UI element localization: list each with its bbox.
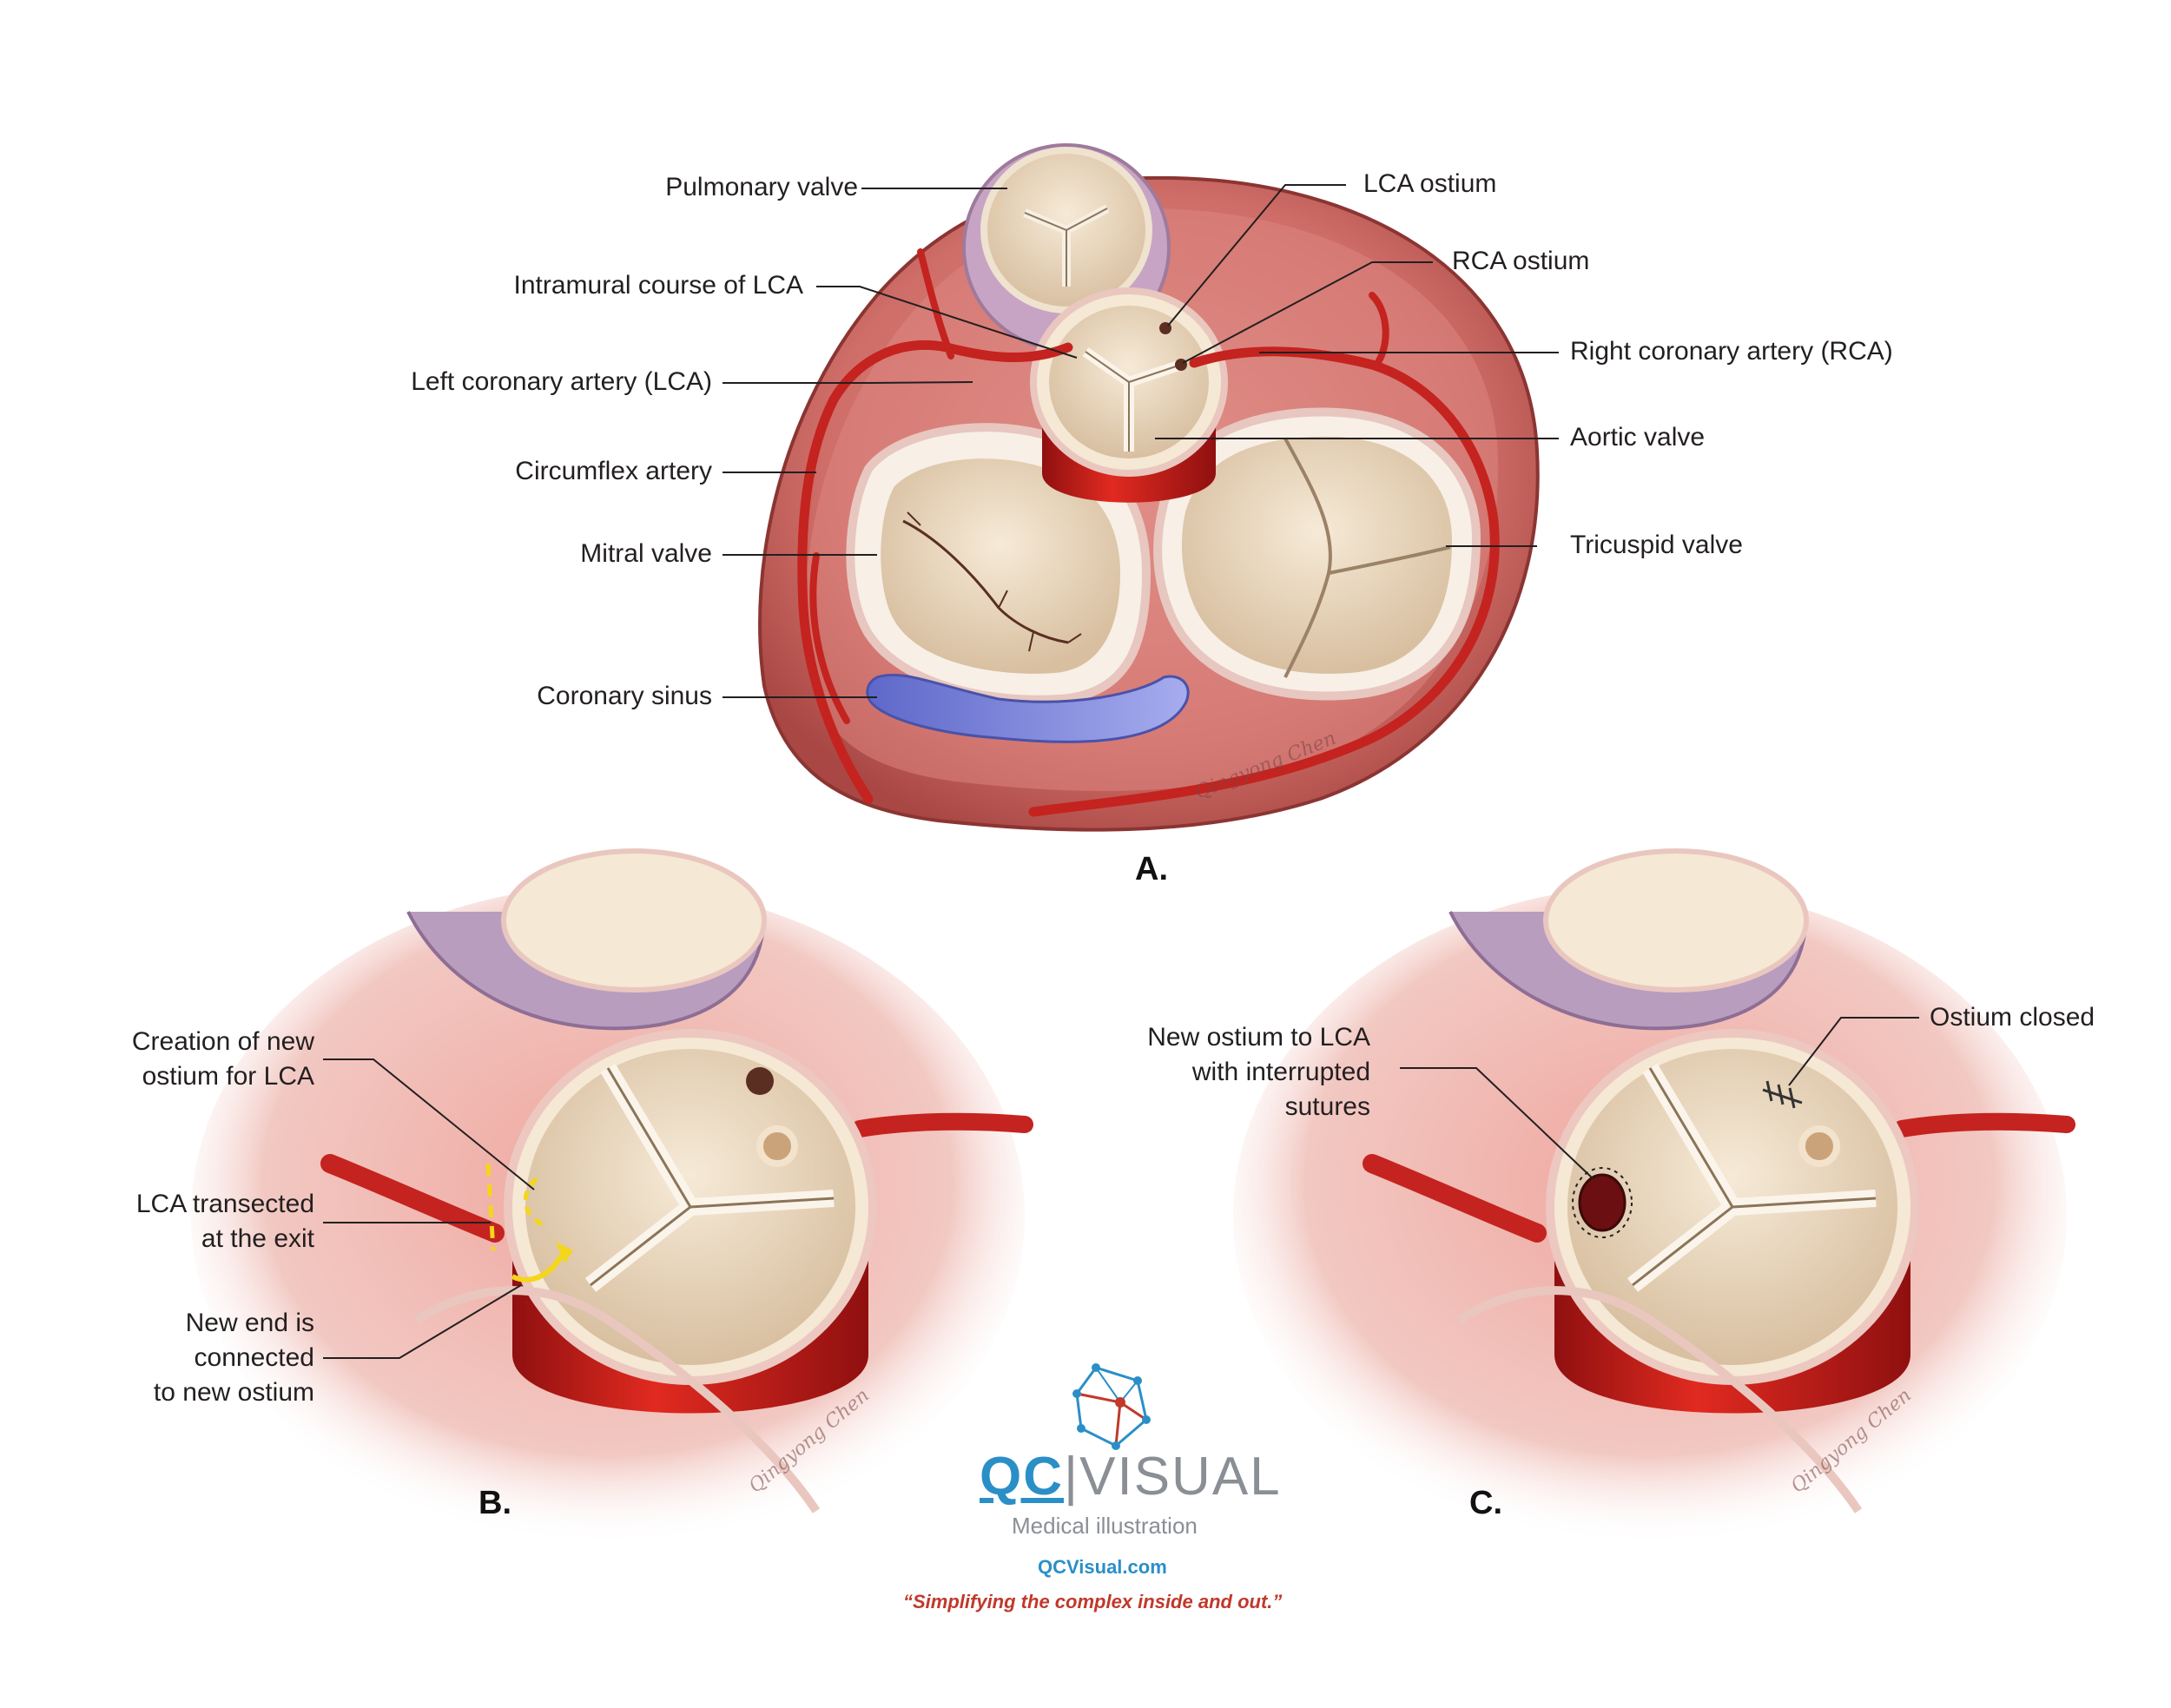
panel-c-letter: C. [1469, 1485, 1502, 1521]
label-coronary-sinus: Coronary sinus [537, 682, 712, 710]
label-mitral-valve: Mitral valve [580, 539, 712, 568]
panel-b-illustration: Qingyong Chen [191, 848, 1033, 1546]
label-rca-ostium: RCA ostium [1452, 247, 1590, 275]
panel-a-leader-lines [723, 184, 1559, 698]
label-new-ostium-sutures: New ostium to LCA with interrupted sutur… [1147, 1023, 1370, 1121]
brand-subtitle: Medical illustration [1012, 1513, 1198, 1539]
brand-mark-qc: QC [980, 1447, 1064, 1507]
circumflex-artery [809, 248, 954, 724]
label-lca-ostium: LCA ostium [1363, 169, 1497, 198]
label-right-coronary-artery: Right coronary artery (RCA) [1570, 337, 1893, 366]
brand-tagline: “Simplifying the complex inside and out.… [903, 1591, 1283, 1612]
coronary-sinus [866, 673, 1190, 743]
label-pulmonary-valve: Pulmonary valve [665, 173, 858, 201]
tricuspid-valve [1153, 407, 1481, 701]
label-left-coronary-artery: Left coronary artery (LCA) [411, 367, 712, 396]
brand-url-link[interactable]: QCVisual.com [1038, 1556, 1167, 1578]
panel-c-leader-lines [1400, 1017, 1919, 1180]
panel-a-heart-base: Qingyong Chen [723, 143, 1559, 832]
rca-ostium-marker [1175, 359, 1187, 371]
label-creation-new-ostium: Creation of new ostium for LCA [131, 1027, 314, 1091]
coronary-arteries [797, 248, 1500, 817]
label-ostium-closed: Ostium closed [1930, 1003, 2095, 1032]
label-aortic-valve: Aortic valve [1570, 423, 1706, 452]
right-coronary-artery [1028, 346, 1500, 817]
panel-b-letter: B. [478, 1485, 511, 1521]
label-intramural-course-lca: Intramural course of LCA [513, 271, 803, 300]
panel-b-leader-lines [323, 1058, 535, 1359]
label-new-end-connected: New end is connected to new ostium [153, 1309, 314, 1407]
panel-c-illustration: Qingyong Chen [1233, 848, 2075, 1546]
brand-wordmark: QC|VISUAL [980, 1447, 1282, 1507]
aortic-valve [1030, 287, 1228, 503]
qc-visual-logo-mark [1072, 1363, 1151, 1450]
label-lca-transected: LCA transected at the exit [135, 1190, 314, 1253]
label-circumflex-artery: Circumflex artery [515, 457, 712, 485]
left-coronary-artery [797, 340, 1073, 804]
panel-a-letter: A. [1135, 851, 1168, 887]
label-tricuspid-valve: Tricuspid valve [1570, 531, 1743, 559]
brand-word-visual: VISUAL [1079, 1447, 1282, 1507]
